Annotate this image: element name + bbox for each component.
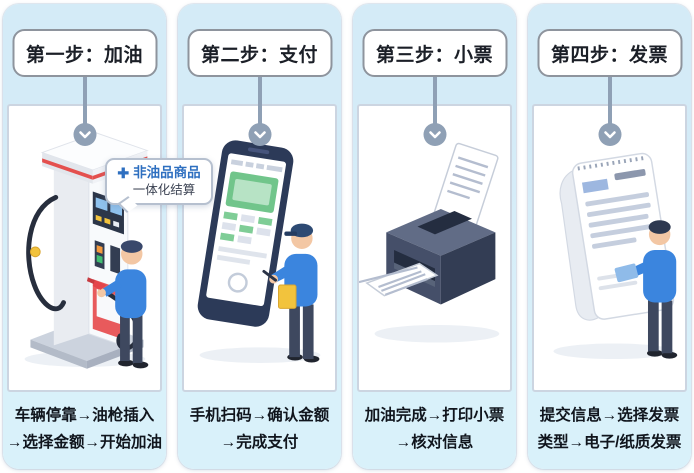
step-caption: 车辆停靠→油枪插入 →选择金额→开始加油 — [5, 394, 164, 464]
plus-icon: ✚ — [117, 165, 130, 181]
caption-line: 提交信息→选择发票 — [539, 407, 680, 424]
step-title-badge: 第三步：小票 — [362, 29, 507, 77]
caption-line: 手机扫码→确认金额 — [189, 407, 330, 424]
fuel-pump-illustration — [24, 132, 149, 369]
receipt-printer-illustration — [359, 142, 500, 343]
step-title-badge: 第四步：发票 — [537, 29, 682, 77]
connector-line — [257, 75, 262, 130]
step-title-badge: 第一步：加油 — [12, 29, 157, 77]
illustration-panel — [357, 104, 512, 392]
chevron-down-icon — [598, 123, 621, 146]
step-caption: 手机扫码→确认金额 →完成支付 — [180, 394, 339, 464]
step-title: 第二步：支付 — [200, 44, 318, 66]
connector-line — [82, 75, 87, 130]
illustration-panel — [7, 104, 162, 392]
step-card-4: 第四步：发票 — [528, 4, 691, 469]
illustration-panel — [182, 104, 337, 392]
connector-line — [432, 75, 437, 130]
caption-line: →核对信息 — [395, 434, 474, 451]
callout-subtitle: 一体化结算 — [132, 183, 196, 197]
callout-title: ✚ 非油品商品 — [111, 164, 207, 182]
step-title: 第三步：小票 — [375, 44, 493, 66]
step-card-2: 第二步：支付 — [178, 4, 341, 469]
invoice-document-illustration — [553, 152, 678, 360]
chevron-down-icon — [423, 123, 446, 146]
step-title: 第一步：加油 — [25, 44, 143, 66]
non-fuel-products-callout: ✚ 非油品商品 一体化结算 — [105, 158, 213, 213]
chevron-down-icon — [73, 123, 96, 146]
phone-payment-illustration — [197, 140, 321, 363]
step-title: 第四步：发票 — [550, 44, 668, 66]
callout-title-text: 非油品商品 — [133, 165, 201, 180]
caption-line: →完成支付 — [220, 434, 299, 451]
step-cards-row: 第一步：加油 — [3, 4, 691, 469]
step-caption: 加油完成→打印小票 →核对信息 — [355, 394, 514, 464]
caption-line: 加油完成→打印小票 — [364, 407, 505, 424]
step-card-1: 第一步：加油 — [3, 4, 166, 469]
step-caption: 提交信息→选择发票 类型→电子/纸质发票 — [530, 394, 689, 464]
chevron-down-icon — [248, 123, 271, 146]
step-title-badge: 第二步：支付 — [187, 29, 332, 77]
caption-line: 车辆停靠→油枪插入 — [14, 407, 155, 424]
caption-line: →选择金额→开始加油 — [6, 434, 162, 451]
connector-line — [607, 75, 612, 130]
illustration-panel — [532, 104, 687, 392]
step-card-3: 第三步：小票 — [353, 4, 516, 469]
caption-line: 类型→电子/纸质发票 — [537, 434, 682, 451]
